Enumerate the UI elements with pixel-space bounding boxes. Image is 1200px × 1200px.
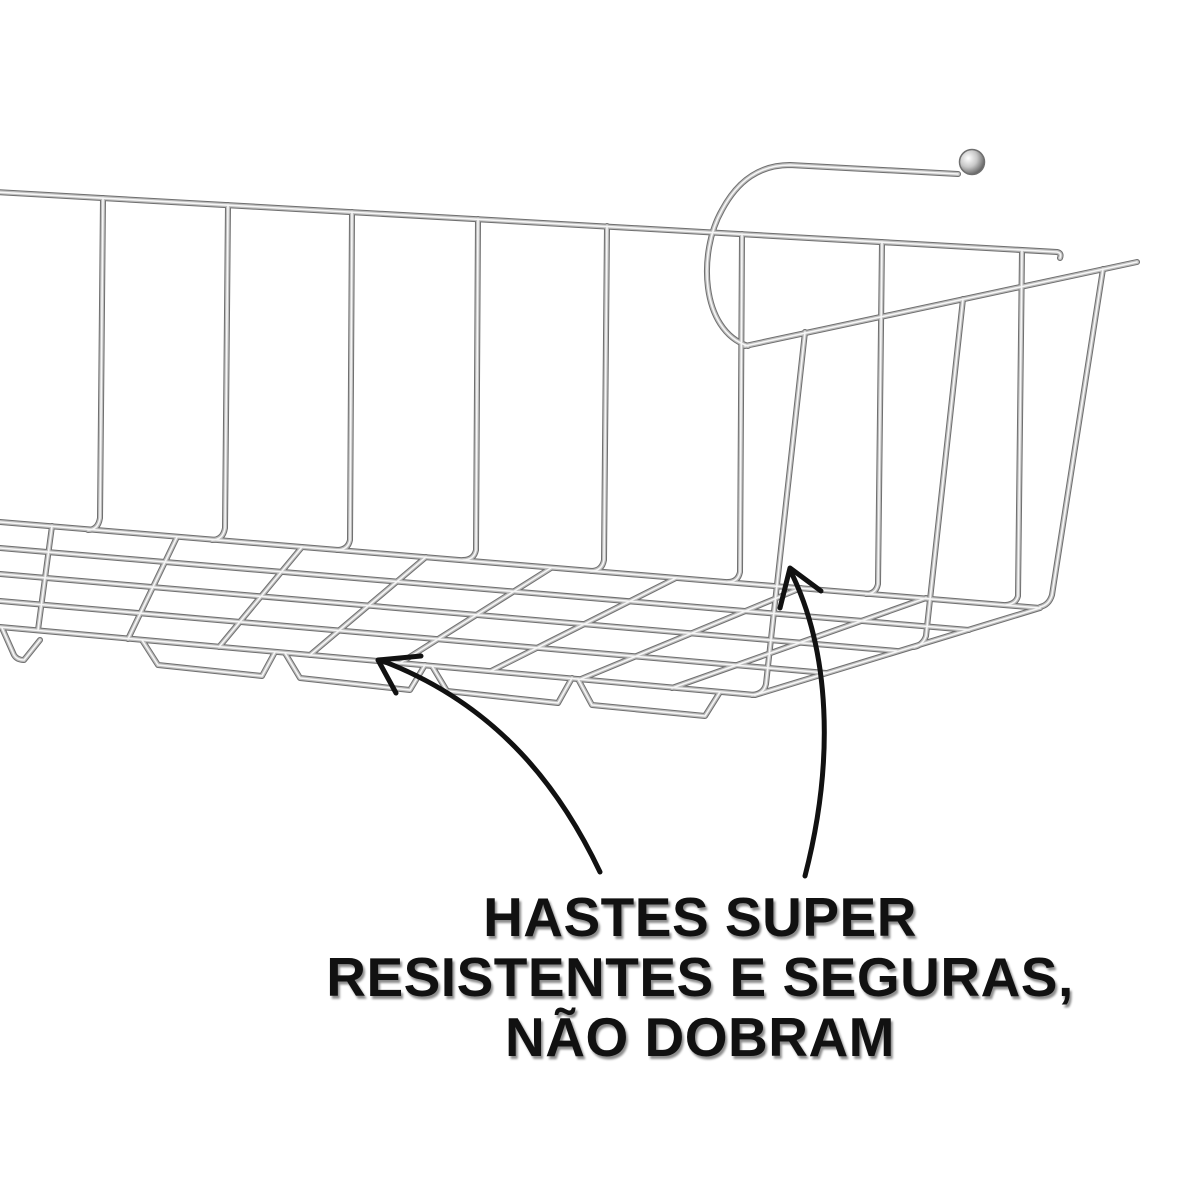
right-arrow-shaft — [787, 567, 827, 879]
left-arrow-icon — [375, 653, 603, 875]
wire-basket — [0, 148, 1137, 717]
right-arrow-icon — [777, 565, 827, 879]
left-arrow-head — [375, 653, 424, 696]
caption-line-2: RESISTENTES E SEGURAS, — [326, 946, 1074, 1008]
caption: HASTES SUPER RESISTENTES E SEGURAS, NÃO … — [300, 887, 1100, 1067]
hook-ball-tip — [958, 148, 986, 176]
right-arrow-head — [777, 565, 824, 611]
left-arrow-shaft — [377, 657, 603, 875]
caption-line-1: HASTES SUPER — [483, 886, 917, 948]
caption-line-3: NÃO DOBRAM — [505, 1006, 895, 1068]
